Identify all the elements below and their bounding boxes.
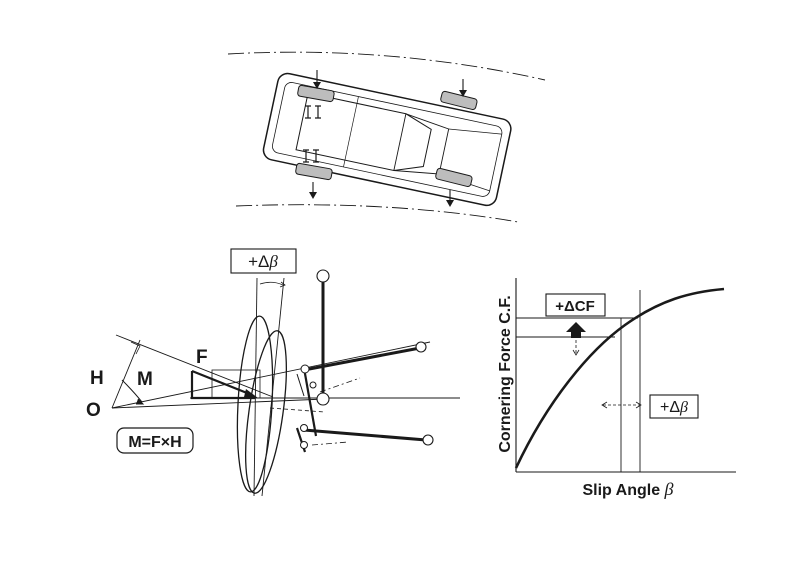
tire-outline-slipped <box>245 330 287 494</box>
delta-beta-top-box: +Δβ <box>230 248 297 274</box>
delta-cf-label: +ΔCF <box>555 298 595 315</box>
label-F: F <box>196 347 208 368</box>
car-tires <box>295 84 478 188</box>
wheel-force-arrows <box>309 70 467 207</box>
graph-x-label: Slip Angle <box>582 482 664 499</box>
formula-text: M=F×H <box>128 434 181 451</box>
car-top-view <box>227 51 546 223</box>
label-M: M <box>137 369 153 390</box>
upper-arm <box>303 346 421 372</box>
road-edge-outer <box>227 51 546 81</box>
svg-text:Slip Angle β: Slip Angle β <box>582 479 673 499</box>
delta-cf-up-arrow <box>566 322 586 338</box>
delta-beta-graph-box: +Δβ <box>649 394 699 419</box>
delta-beta-graph-prefix: +Δ <box>660 399 680 416</box>
label-H: H <box>90 368 104 389</box>
cornering-force-graph: +ΔCF +Δβ Cornering Force C.F. Slip Angle… <box>497 278 736 499</box>
graph-x-label-symbol: β <box>664 479 674 499</box>
lower-arm <box>303 428 427 442</box>
delta-beta-top-symbol: β <box>268 252 278 271</box>
tire-front-left <box>440 90 478 111</box>
tire-front-right <box>435 167 473 188</box>
delta-cf-box: +ΔCF <box>545 293 606 317</box>
graph-y-label: Cornering Force C.F. <box>497 295 514 452</box>
road-edge-inner <box>235 204 519 223</box>
tire-rear-left <box>297 84 335 103</box>
svg-text:+Δβ: +Δβ <box>248 252 278 271</box>
formula-box: M=F×H <box>116 427 194 454</box>
car-body <box>262 72 512 207</box>
delta-beta-top-prefix: +Δ <box>248 252 269 271</box>
tire-rear-right <box>295 162 333 181</box>
delta-beta-graph-symbol: β <box>679 399 688 416</box>
suspension-geometry: +Δβ <box>86 248 460 497</box>
suspension-marks <box>303 105 321 163</box>
label-O: O <box>86 400 101 421</box>
svg-text:+Δβ: +Δβ <box>660 399 688 416</box>
